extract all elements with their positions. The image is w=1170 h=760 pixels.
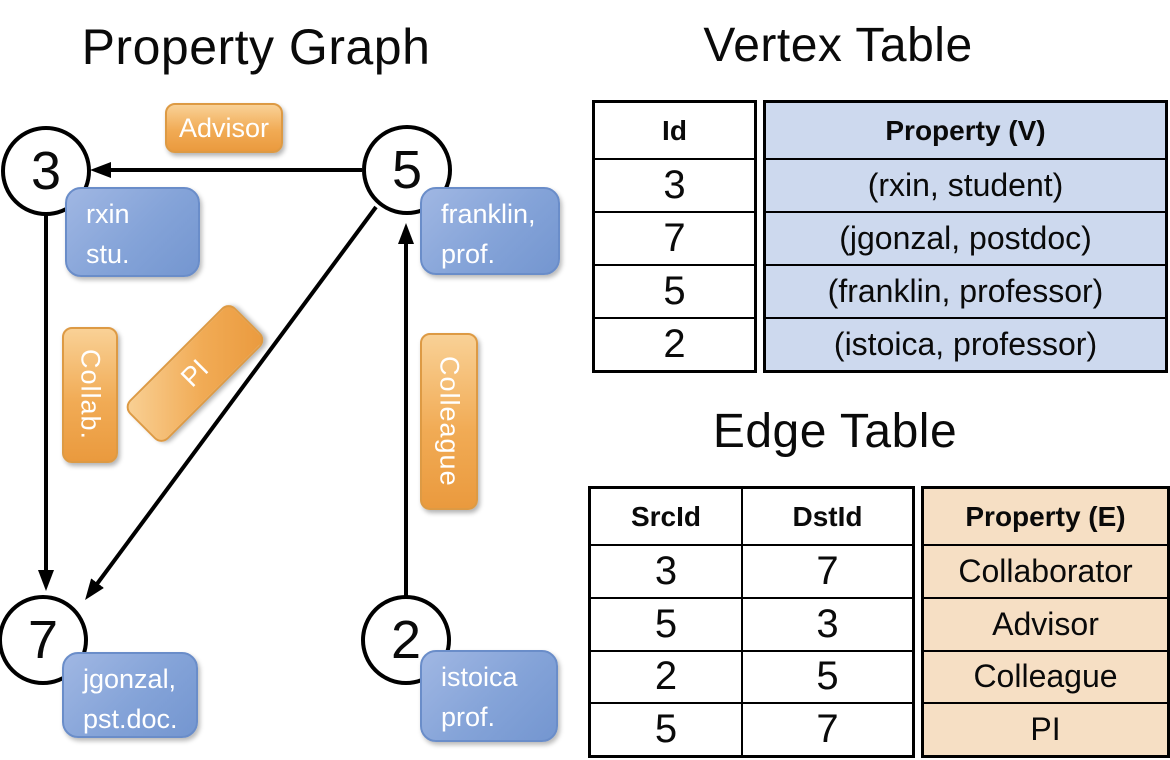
table-cell: (franklin, professor) [766,264,1165,317]
edge-label-advisor: Advisor [165,103,283,153]
vertex-node-5: 5 [362,125,452,215]
property-graph-title: Property Graph [81,19,431,75]
vertex-property-line: pst.doc. [83,704,178,734]
edge-pi-5-to-7 [85,205,378,601]
vertex-property-box-7: jgonzal, pst.doc. [62,652,198,738]
table-cell: 7 [743,702,912,755]
vertex-table-property-header: Property (V) [885,114,1046,146]
vertex-property-line: jgonzal, [83,664,177,694]
edge-table-dst-header: DstId [792,500,863,532]
vertex-table-id-header: Id [662,114,687,146]
table-cell: Collaborator [924,544,1167,597]
edge-label-advisor-text: Advisor [178,112,270,143]
vertex-property-line: prof. [441,702,496,732]
table-cell: 2 [595,317,754,370]
vertex-property-line: prof. [441,239,496,269]
vertex-table-property-column: Property (V) (rxin, student) (jgonzal, p… [763,100,1168,373]
table-cell: (jgonzal, postdoc) [766,211,1165,264]
vertex-property-box-5: franklin, prof. [420,187,560,275]
table-cell: 2 [591,649,743,703]
edge-table-property-header: Property (E) [965,500,1126,532]
table-cell: 3 [743,596,912,650]
edge-table-title: Edge Table [712,405,958,458]
table-cell: (rxin, student) [766,158,1165,211]
table-cell: (istoica, professor) [766,317,1165,370]
graph-edges-layer [38,162,414,601]
edge-table-id-columns: SrcId DstId 3 7 5 3 2 5 5 7 [588,486,915,758]
vertex-table-id-column: Id 3 7 5 2 [592,100,757,373]
edge-table-property-column: Property (E) Collaborator Advisor Collea… [921,486,1170,758]
vertex-property-line: rxin [86,199,130,229]
table-cell: 5 [743,649,912,703]
table-cell: Advisor [924,596,1167,650]
edge-label-collab-text: Collab. [75,349,106,441]
edge-table-src-header: SrcId [591,489,743,544]
edge-label-colleague: Colleague [420,333,478,510]
edge-label-pi-text: PI [175,353,215,393]
vertex-property-line: istoica [441,662,518,692]
table-cell: 5 [591,596,743,650]
table-cell: 7 [743,544,912,597]
vertex-node-2: 2 [361,595,451,685]
vertex-property-line: franklin, [441,199,536,229]
vertex-property-line: stu. [86,239,130,269]
vertex-property-box-2: istoica prof. [420,650,558,742]
table-cell: PI [924,702,1167,755]
vertex-table-title: Vertex Table [703,19,973,72]
table-cell: 7 [595,211,754,264]
table-cell: Colleague [924,649,1167,703]
edge-label-colleague-text: Colleague [434,356,465,487]
table-cell: 3 [595,158,754,211]
table-cell: 5 [591,702,743,755]
table-cell: 5 [595,264,754,317]
vertex-property-box-3: rxin stu. [65,187,200,277]
edge-label-collab: Collab. [62,327,118,463]
table-cell: 3 [591,544,743,597]
